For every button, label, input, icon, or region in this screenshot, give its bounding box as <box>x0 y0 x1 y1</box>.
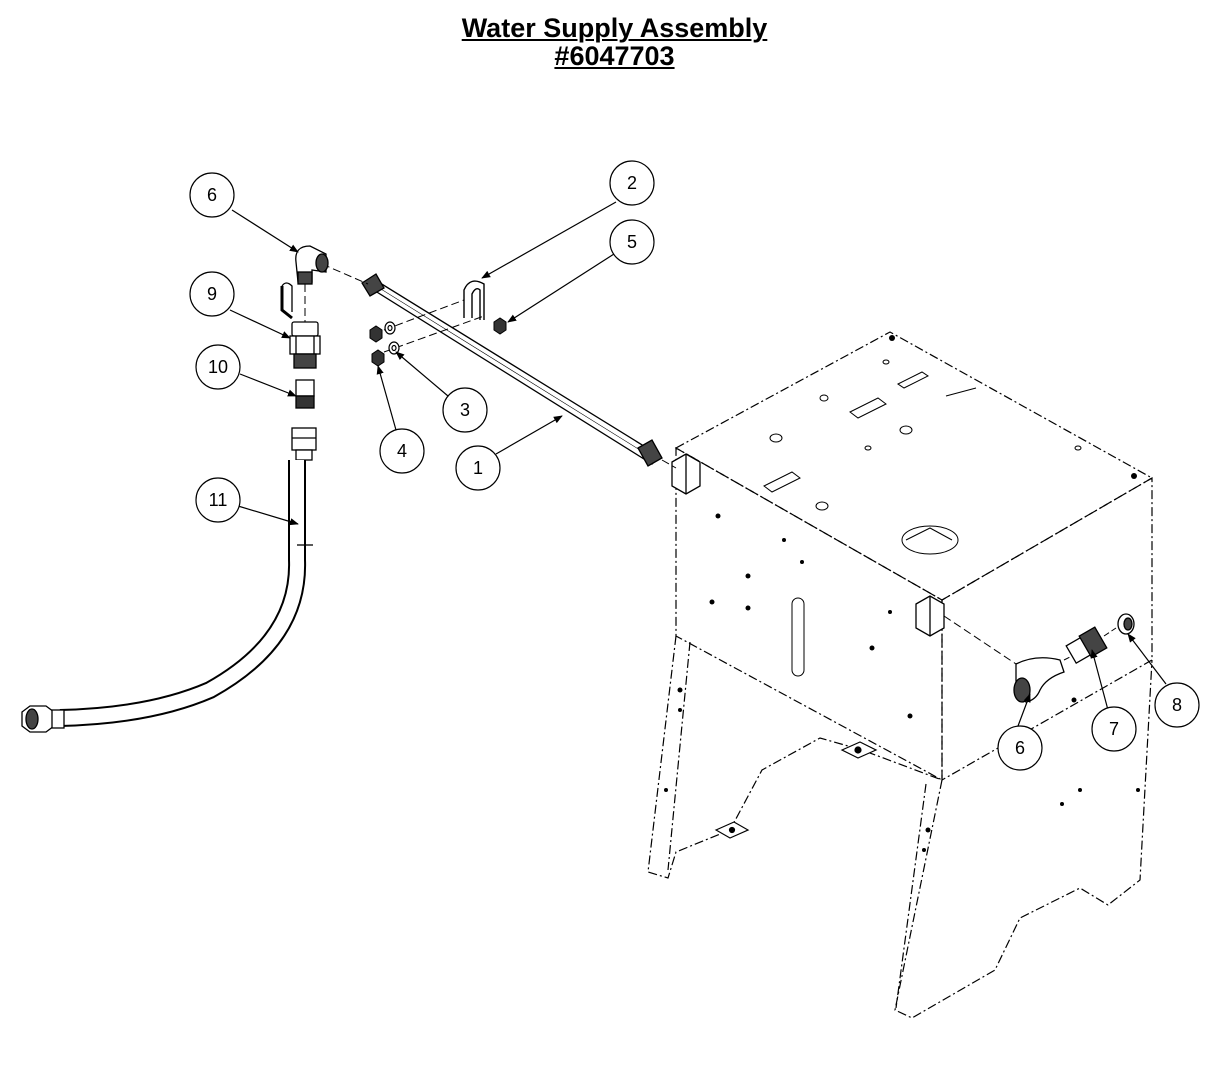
leader-4 <box>376 365 397 431</box>
diagram-title-block: Water Supply Assembly #6047703 <box>0 14 1229 70</box>
pipe-inlet-right <box>915 595 945 637</box>
leader-3 <box>395 351 449 397</box>
leader-11 <box>237 505 299 526</box>
stand-left-face <box>675 446 943 782</box>
part-5-nut <box>493 317 507 335</box>
stand-right-face <box>941 476 1153 782</box>
leader-10 <box>239 373 297 397</box>
callout-5: 5 <box>609 219 655 265</box>
stand-top-panel <box>674 331 1154 601</box>
stand-left-leg <box>647 635 943 879</box>
svg-text:8: 8 <box>1172 695 1182 715</box>
svg-text:5: 5 <box>627 232 637 252</box>
vertical-slot <box>791 597 805 677</box>
leader-7 <box>1090 649 1109 711</box>
part-1-pipe <box>361 273 663 467</box>
callout-6-top: 6 <box>189 172 235 218</box>
leader-6-bottom <box>1017 693 1031 727</box>
svg-text:4: 4 <box>397 441 407 461</box>
leader-1 <box>495 415 563 455</box>
leader-lines <box>229 201 1167 727</box>
callout-10: 10 <box>195 344 241 390</box>
leader-8 <box>1127 633 1167 685</box>
part-3-washers <box>384 321 400 355</box>
callout-9: 9 <box>189 271 235 317</box>
svg-text:6: 6 <box>207 185 217 205</box>
part-6-elbow-bottom <box>1013 657 1065 703</box>
pipe-centerline <box>321 263 369 285</box>
leader-2 <box>481 201 617 279</box>
svg-text:6: 6 <box>1015 738 1025 758</box>
part-10-adapter <box>295 379 315 409</box>
mounting-tabs <box>714 741 878 839</box>
part-9-ball-valve <box>280 282 321 369</box>
hose-end-fitting <box>21 705 65 733</box>
assembly-part-number: #6047703 <box>554 41 675 71</box>
svg-text:2: 2 <box>627 173 637 193</box>
leader-5 <box>507 253 615 323</box>
stand-right-leg <box>894 659 1153 1019</box>
callout-2: 2 <box>609 160 655 206</box>
part-11-hose <box>21 427 317 733</box>
svg-text:11: 11 <box>209 490 228 510</box>
part-7-connector <box>1065 626 1108 665</box>
part-8-gasket <box>1117 613 1135 635</box>
stand-holes <box>664 335 1140 852</box>
callout-11: 11 <box>195 477 241 523</box>
callout-6-bottom: 6 <box>997 725 1043 771</box>
stand-details <box>763 359 1082 677</box>
callout-1: 1 <box>455 445 501 491</box>
svg-text:7: 7 <box>1109 719 1119 739</box>
leader-9 <box>229 309 291 339</box>
svg-text:3: 3 <box>460 400 470 420</box>
part-2-u-bolt <box>383 280 485 353</box>
callout-4: 4 <box>379 428 425 474</box>
part-6-elbow-top <box>295 245 329 285</box>
diagram-title: Water Supply Assembly <box>461 13 768 43</box>
callout-8: 8 <box>1154 682 1200 728</box>
svg-text:10: 10 <box>208 357 228 377</box>
callout-bubbles: 6 2 5 9 10 3 4 1 <box>189 160 1200 771</box>
part-4-nuts <box>369 325 385 367</box>
leader-6-top <box>231 209 299 253</box>
svg-text:9: 9 <box>207 284 217 304</box>
svg-text:1: 1 <box>473 458 483 478</box>
pipe-inlet-top <box>671 453 701 495</box>
stand-cabinet <box>647 331 1154 1019</box>
callout-3: 3 <box>442 387 488 433</box>
callout-7: 7 <box>1091 706 1137 752</box>
